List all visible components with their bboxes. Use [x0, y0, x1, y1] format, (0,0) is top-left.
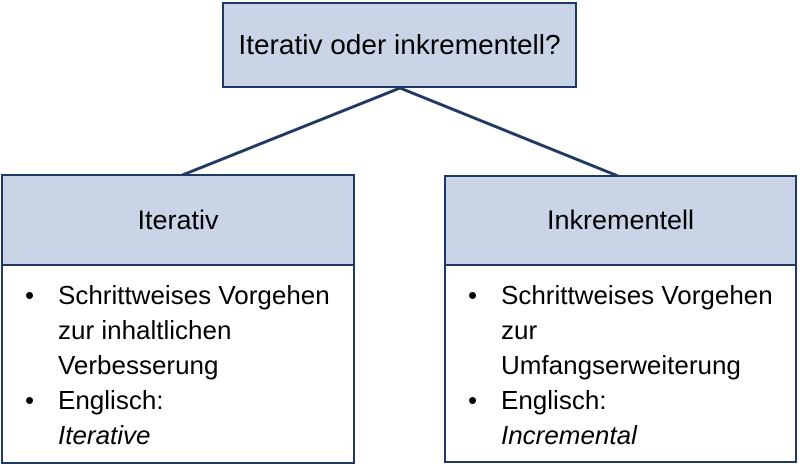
- inkrementell-node-header: Inkrementell: [446, 177, 795, 266]
- inkrementell-english-term: Incremental: [501, 420, 637, 450]
- inkrementell-bullet-list: • Schrittweises Vorgehen zur Umfangserwe…: [446, 278, 789, 453]
- iterativ-bullet-list: • Schrittweises Vorgehen zur inhaltliche…: [3, 278, 347, 453]
- bullet-icon: •: [25, 385, 35, 415]
- iterativ-node: Iterativ • Schrittweises Vorgehen zur in…: [1, 174, 355, 464]
- iterativ-english-term: Iterative: [58, 420, 151, 450]
- connector-left-line: [179, 86, 401, 178]
- root-question-title: Iterativ oder inkrementell?: [238, 29, 561, 60]
- bullet-icon: •: [25, 280, 35, 310]
- inkrementell-node-body: • Schrittweises Vorgehen zur Umfangserwe…: [446, 266, 795, 453]
- root-question-node: Iterativ oder inkrementell?: [222, 2, 577, 88]
- inkrementell-node: Inkrementell • Schrittweises Vorgehen zu…: [444, 175, 797, 463]
- iterativ-node-header: Iterativ: [3, 176, 353, 266]
- iterativ-bullet1-text: Schrittweises Vorgehen zur inhaltlichen …: [58, 280, 330, 380]
- iterativ-node-title: Iterativ: [137, 204, 219, 235]
- list-item: • Englisch: Incremental: [446, 383, 789, 453]
- connector-right-line: [399, 86, 619, 178]
- iterativ-node-body: • Schrittweises Vorgehen zur inhaltliche…: [3, 266, 353, 453]
- iterativ-bullet2-label: Englisch:: [58, 385, 164, 415]
- inkrementell-bullet2-label: Englisch:: [501, 385, 607, 415]
- list-item: • Schrittweises Vorgehen zur inhaltliche…: [3, 278, 347, 383]
- inkrementell-bullet1-text: Schrittweises Vorgehen zur Umfangserweit…: [501, 280, 773, 380]
- inkrementell-node-title: Inkrementell: [546, 205, 695, 235]
- list-item: • Schrittweises Vorgehen zur Umfangserwe…: [446, 278, 789, 383]
- list-item: • Englisch: Iterative: [3, 383, 347, 453]
- bullet-icon: •: [468, 385, 478, 415]
- bullet-icon: •: [468, 280, 478, 310]
